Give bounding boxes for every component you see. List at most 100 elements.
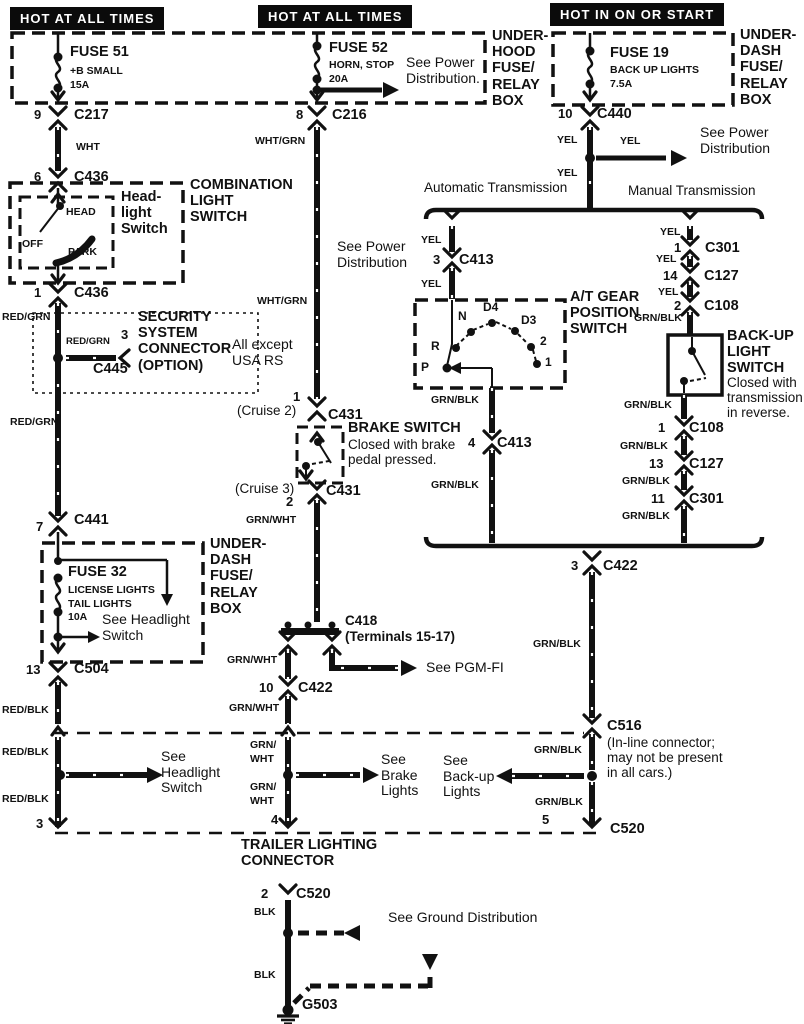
wire-blk-1: BLK [254, 906, 276, 918]
security-connector-fork [117, 348, 131, 368]
fuse32-name: FUSE 32 [68, 564, 127, 580]
fuse19-element [586, 49, 594, 85]
wire-yel-2: YEL [557, 167, 578, 179]
c431-top-tag: (Cruise 2) [237, 403, 297, 418]
wire-redblk-3: RED/BLK [2, 793, 49, 805]
brake-switch-box [295, 425, 345, 485]
c422-bus-name: C422 [603, 558, 638, 574]
brake-switch-note: Closed with brake pedal pressed. [348, 437, 456, 468]
fuse51-name: FUSE 51 [70, 44, 129, 60]
wire-whtgrn-1: WHT/GRN [255, 135, 306, 147]
c127-bottom-name: C127 [689, 456, 724, 472]
wire-redgrn-1: RED/GRN [2, 311, 51, 323]
switch-pos-park: PARK [68, 246, 97, 258]
c520-ground-name: C520 [296, 886, 331, 902]
backup-switch-box [666, 333, 724, 397]
wire-grnblk-r1: GRN/BLK [533, 638, 581, 650]
wire-grnblk-m3: GRN/BLK [620, 440, 668, 452]
fuse52-name: FUSE 52 [329, 40, 388, 56]
c301-top-pin: 1 [674, 240, 682, 255]
c520-trailer-name: C520 [610, 821, 645, 837]
c217-pin: 9 [34, 107, 42, 122]
fuse51-desc: +B SMALL 15A [70, 65, 123, 91]
auto-transmission-label: Automatic Transmission [424, 180, 568, 195]
combination-switch-box [8, 181, 185, 285]
underdash-fuse-box-bottom [40, 541, 205, 664]
arrow-heads [88, 82, 687, 970]
note-see-power-right: See Power Distribution [700, 124, 771, 156]
underdash-bottom-box-label: UNDER- DASH FUSE/ RELAY BOX [210, 536, 267, 617]
wire-grnblk-m1: GRN/BLK [634, 312, 682, 324]
security-label: SECURITY SYSTEM CONNECTOR (OPTION) [138, 309, 232, 374]
c516-note: (In-line connector; may not be present i… [607, 735, 723, 781]
security-wire-color: RED/GRN [66, 336, 110, 347]
at-pos-r: R [431, 339, 440, 353]
underdash-top-box-label: UNDER- DASH FUSE/ RELAY BOX [740, 27, 797, 108]
security-connector-box [32, 312, 259, 394]
c520-trailer-pin: 5 [542, 812, 550, 827]
wire-yel-6: YEL [656, 253, 677, 265]
c441-pin: 7 [36, 519, 44, 534]
c108-bottom-pin: 1 [658, 420, 666, 435]
c436-bottom-pin: 1 [34, 285, 42, 300]
c418-bar [281, 628, 339, 635]
c504-name: C504 [74, 661, 109, 677]
at-pos-n: N [458, 309, 467, 323]
c301-bottom-pin: 11 [651, 491, 665, 506]
c422-bus-pin: 3 [571, 558, 579, 573]
note-see-ground: See Ground Distribution [388, 909, 538, 925]
c422-mid-name: C422 [298, 680, 333, 696]
switch-pos-off: OFF [22, 238, 43, 250]
wire-grnwht-3: GRN/WHT [229, 702, 280, 714]
security-note: All except USA RS [232, 336, 293, 368]
fuse32-element [54, 576, 62, 612]
at-pos-p: P [421, 360, 430, 374]
wire-yel-5: YEL [660, 226, 681, 238]
note-see-power-mid: See Power Distribution [337, 238, 408, 270]
note-see-pgm-fi: See PGM-FI [426, 659, 504, 675]
backup-switch-label: BACK-UP LIGHT SWITCH [727, 328, 794, 377]
internal-lines [39, 33, 707, 650]
c431-bottom-pin: 2 [286, 494, 294, 509]
wires [55, 87, 693, 1007]
fuse52-element [313, 44, 321, 80]
wire-yel-7: YEL [658, 286, 679, 298]
power-label-right: HOT IN ON OR START [550, 3, 725, 26]
wire-redblk-2: RED/BLK [2, 746, 49, 758]
c436-bottom-name: C436 [74, 285, 109, 301]
c127-top-name: C127 [704, 268, 739, 284]
fuse52-desc: HORN, STOP 20A [329, 59, 395, 85]
c108-bottom-name: C108 [689, 420, 724, 436]
at-gear-label: A/T GEAR POSITION SWITCH [570, 289, 640, 338]
note-see-backup-lights: See Back-up Lights [443, 752, 495, 800]
wire-yel-3: YEL [421, 234, 442, 246]
backup-switch-note: Closed with transmission in reverse. [727, 375, 803, 421]
bus-brackets [423, 207, 765, 549]
at-pos-1: 1 [545, 355, 552, 369]
wire-grnblk-m5: GRN/BLK [622, 510, 670, 522]
wire-yel-4: YEL [421, 278, 442, 290]
c440-name: C440 [597, 106, 632, 122]
wire-grnwht-4: GRN/ WHT [250, 739, 277, 765]
c127-top-pin: 14 [663, 268, 678, 283]
at-pos-d4: D4 [483, 300, 499, 314]
wire-grnwht-1: GRN/WHT [246, 514, 297, 526]
wire-yel-1: YEL [557, 134, 578, 146]
underhood-fuse-box [10, 31, 487, 105]
trailer-connector-label: TRAILER LIGHTING CONNECTOR [241, 837, 378, 870]
c108-top-name: C108 [704, 298, 739, 314]
inline-connector-lines [55, 731, 602, 835]
c504-pin: 13 [26, 662, 41, 677]
g503-name: G503 [302, 997, 338, 1013]
combination-switch-label: COMBINATION LIGHT SWITCH [190, 177, 293, 226]
c431-top-name: C431 [328, 407, 363, 423]
c217-name: C217 [74, 107, 109, 123]
note-see-power-underhood: See Power Distribution. [406, 54, 480, 86]
underhood-box-label: UNDER- HOOD FUSE/ RELAY BOX [492, 28, 549, 109]
wire-grnwht-5: GRN/ WHT [250, 781, 277, 807]
c418-name: C418 (Terminals 15-17) [345, 613, 456, 644]
underdash-fuse-box-top [551, 31, 735, 107]
wire-whtgrn-2: WHT/GRN [257, 295, 308, 307]
fuse19-desc: BACK UP LIGHTS 7.5A [610, 64, 700, 90]
